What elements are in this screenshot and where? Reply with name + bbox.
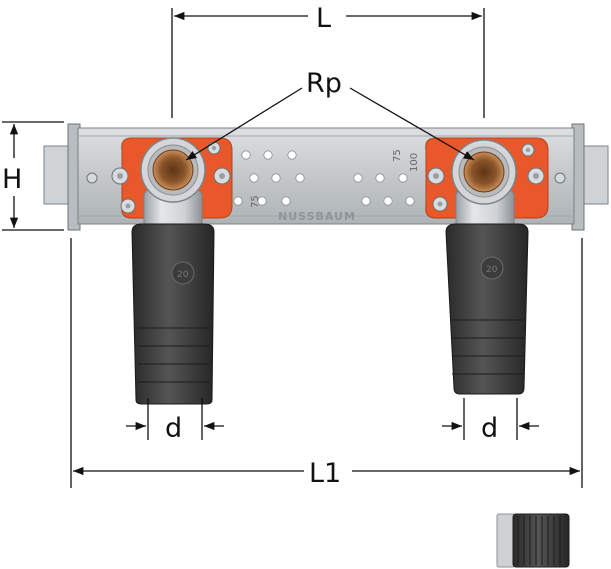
label-Rp: Rp [306, 68, 342, 99]
right-size-marking: 20 [486, 265, 498, 275]
dimension-Rp [185, 87, 475, 161]
plate-scale-left: 75 [250, 195, 261, 208]
label-L: L [316, 3, 331, 34]
dimension-d-left [126, 398, 224, 440]
dimension-d-right [442, 398, 539, 440]
dimension-L1 [70, 238, 583, 488]
brand-lettering: NUSSBAUM [278, 210, 356, 223]
plate-scale-right-bottom: 100 [409, 153, 420, 172]
dimension-H [2, 121, 64, 231]
left-clamp-screw-icon [86, 172, 98, 184]
left-size-marking: 20 [177, 270, 189, 280]
hole-pattern [233, 150, 415, 206]
label-L1: L1 [309, 458, 341, 489]
left-press-sleeve [131, 223, 215, 405]
product-thumbnail [496, 513, 570, 568]
right-fitting: 20 [425, 137, 549, 395]
label-d-left: d [165, 413, 182, 444]
plate-scale-right-top: 75 [392, 149, 403, 162]
label-d-right: d [481, 413, 498, 444]
dimension-L [171, 8, 485, 118]
label-H: H [2, 164, 22, 195]
right-press-sleeve [445, 223, 529, 395]
left-fitting: 20 [111, 137, 233, 405]
right-clamp-screw-icon [554, 172, 566, 184]
